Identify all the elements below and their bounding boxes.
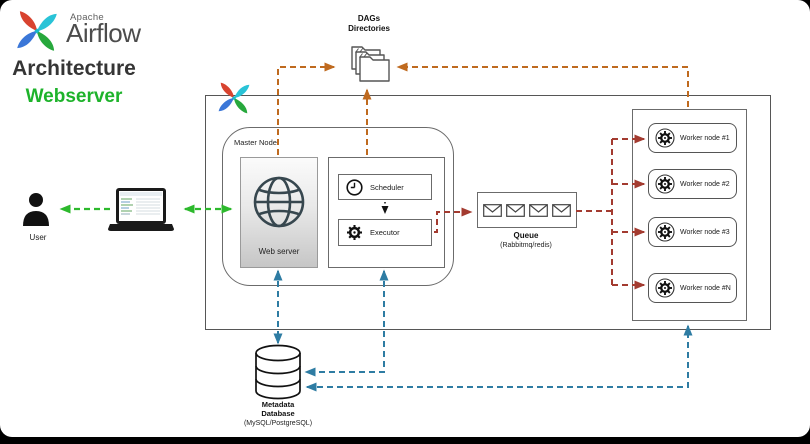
user-label: User [29,233,47,242]
airflow-logo-icon [17,11,57,51]
gear-icon [347,225,362,240]
clock-icon [346,178,363,196]
arrow-webserver-to-dags [277,62,336,155]
airflow-logo-small-icon [218,82,250,114]
executor-node: Executor [338,219,432,246]
worker-node-2: Worker node #2 [648,169,737,199]
scheduler-label: Scheduler [370,182,404,192]
arrow-workers-to-dags [396,62,689,107]
user-icon [23,193,49,226]
executor-label: Executor [370,228,400,237]
arrow-queue-to-workers [576,134,646,290]
webserver-label: Web server [258,247,300,256]
queue-box [477,192,577,228]
master-node-label: Master Node [234,138,277,147]
database-icon [255,344,301,400]
queue-label: Queue (Rabbitmq/redis) [500,231,552,249]
worker-gear-icon [655,278,675,298]
envelope-icon [506,203,525,217]
globe-icon [253,176,305,228]
worker-gear-icon [655,174,675,194]
envelope-icon [483,203,502,217]
database-label: Metadata Database (MySQL/PostgreSQL) [243,400,313,427]
worker-gear-icon [655,128,675,148]
page-title: Architecture [12,57,136,80]
arrow-executor-to-queue [434,207,473,233]
laptop-icon [108,188,174,231]
arrow-scheduler-database [304,269,389,377]
brand-apache: Apache [70,12,105,23]
envelope-icon [552,203,571,217]
worker-node-1: Worker node #1 [648,123,737,153]
envelope-icon [529,203,548,217]
worker-node-3: Worker node #3 [648,217,737,247]
folders-icon [351,46,390,82]
brand-airflow: Airflow [66,18,141,48]
page-subtitle: Webserver [25,86,123,107]
webserver-box: Web server [240,157,318,268]
dags-label: DAGs Directories [348,14,390,33]
scheduler-node: Scheduler [338,174,432,200]
arrow-workers-database [305,324,693,392]
worker-gear-icon [655,222,675,242]
worker-node-n: Worker node #N [648,273,737,303]
